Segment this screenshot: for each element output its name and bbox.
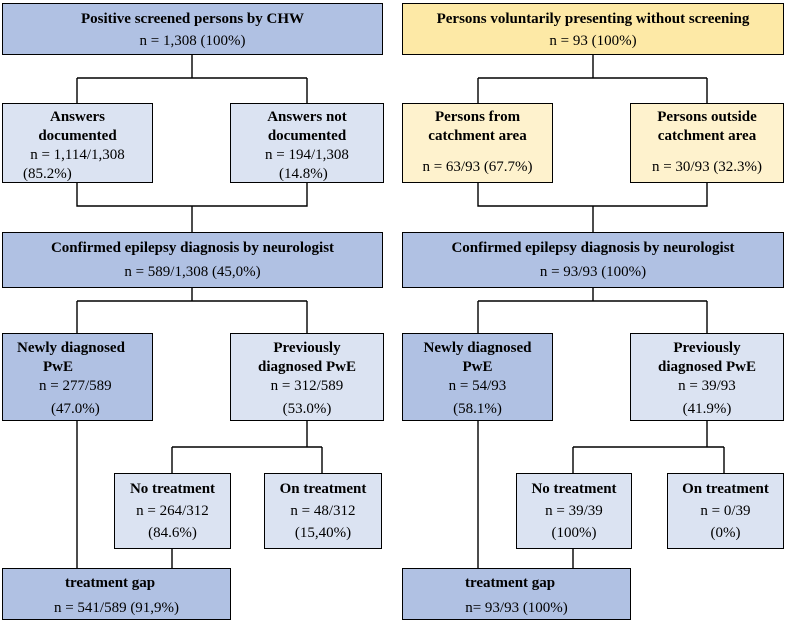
- right-outside-catchment-count: n = 30/93 (32.3%): [651, 159, 763, 175]
- right-on-treatment-box: On treatment n = 0/39 (0%): [667, 473, 784, 549]
- left-newly-label1: Newly diagnosed: [17, 340, 125, 356]
- left-treatment-gap-count: n = 541/589 (91,9%): [53, 600, 180, 616]
- right-voluntary-count: n = 93 (100%): [549, 33, 637, 49]
- right-from-catchment-label1: Persons from: [434, 109, 521, 125]
- left-answers-documented-count: n = 1,114/1,308: [30, 147, 125, 163]
- left-on-treatment-count: n = 48/312: [290, 503, 356, 519]
- left-answers-documented-label2: documented: [38, 128, 117, 144]
- left-treatment-gap-title: treatment gap: [65, 575, 156, 591]
- right-treatment-gap-box: treatment gap n= 93/93 (100%): [402, 568, 631, 620]
- left-answers-not-documented-label1: Answers not: [267, 109, 347, 125]
- right-confirmed-count: n = 93/93 (100%): [539, 264, 647, 280]
- left-newly-percent: (47.0%): [51, 401, 100, 417]
- right-voluntary-title: Persons voluntarily presenting without s…: [436, 11, 750, 27]
- left-confirmed-count: n = 589/1,308 (45,0%): [124, 264, 261, 280]
- left-no-treatment-title: No treatment: [129, 481, 216, 497]
- left-previously-count: n = 312/589: [270, 378, 344, 394]
- left-screened-title: Positive screened persons by CHW: [80, 11, 305, 27]
- right-treatment-gap-count: n= 93/93 (100%): [465, 600, 568, 616]
- right-newly-label1: Newly diagnosed: [423, 340, 532, 356]
- left-on-treatment-box: On treatment n = 48/312 (15,40%): [264, 473, 382, 549]
- left-answers-not-documented-count: n = 194/1,308: [265, 147, 349, 163]
- left-newly-count: n = 277/589: [39, 378, 112, 394]
- left-previously-label1: Previously: [273, 340, 341, 356]
- left-previously-diagnosed-box: Previously diagnosed PwE n = 312/589 (53…: [230, 333, 384, 421]
- right-previously-diagnosed-box: Previously diagnosed PwE n = 39/93 (41.9…: [630, 333, 784, 421]
- right-previously-count: n = 39/93: [678, 378, 736, 394]
- right-no-treatment-box: No treatment n = 39/39 (100%): [516, 473, 632, 549]
- right-from-catchment-box: Persons from catchment area n = 63/93 (6…: [402, 103, 553, 183]
- left-on-treatment-percent: (15,40%): [294, 525, 352, 541]
- left-screened-count: n = 1,308 (100%): [139, 33, 246, 49]
- left-newly-label2: PwE: [43, 359, 73, 375]
- right-on-treatment-title: On treatment: [682, 481, 769, 497]
- right-confirmed-box: Confirmed epilepsy diagnosis by neurolog…: [402, 232, 784, 288]
- left-previously-label2: diagnosed PwE: [258, 359, 356, 375]
- left-no-treatment-count: n = 264/312: [136, 503, 209, 519]
- right-from-catchment-label2: catchment area: [428, 128, 527, 144]
- left-treatment-gap-box: treatment gap n = 541/589 (91,9%): [2, 568, 231, 620]
- left-answers-documented-percent: (85.2%): [23, 166, 72, 182]
- right-outside-catchment-box: Persons outside catchment area n = 30/93…: [630, 103, 784, 183]
- right-no-treatment-title: No treatment: [531, 481, 617, 497]
- right-previously-label1: Previously: [673, 340, 741, 356]
- left-answers-not-documented-box: Answers not documented n = 194/1,308 (14…: [230, 103, 384, 183]
- left-previously-percent: (53.0%): [282, 401, 332, 417]
- left-newly-diagnosed-box: Newly diagnosed PwE n = 277/589 (47.0%): [2, 333, 153, 421]
- left-answers-not-documented-percent: (14.8%): [279, 166, 328, 182]
- left-confirmed-title: Confirmed epilepsy diagnosis by neurolog…: [50, 240, 335, 256]
- left-answers-documented-box: Answers documented n = 1,114/1,308 (85.2…: [2, 103, 153, 183]
- right-newly-count: n = 54/93: [448, 378, 507, 394]
- left-answers-not-documented-label2: documented: [267, 128, 347, 144]
- right-outside-catchment-label2: catchment area: [657, 128, 757, 144]
- right-on-treatment-count: n = 0/39: [700, 503, 751, 519]
- right-no-treatment-count: n = 39/39: [545, 503, 603, 519]
- right-from-catchment-count: n = 63/93 (67.7%): [422, 159, 533, 175]
- left-confirmed-box: Confirmed epilepsy diagnosis by neurolog…: [2, 232, 383, 288]
- right-newly-label2: PwE: [462, 359, 493, 375]
- right-on-treatment-percent: (0%): [710, 525, 741, 541]
- right-no-treatment-percent: (100%): [551, 525, 597, 541]
- right-confirmed-title: Confirmed epilepsy diagnosis by neurolog…: [451, 240, 735, 256]
- right-newly-diagnosed-box: Newly diagnosed PwE n = 54/93 (58.1%): [402, 333, 553, 421]
- left-on-treatment-title: On treatment: [279, 481, 367, 497]
- left-no-treatment-box: No treatment n = 264/312 (84.6%): [114, 473, 231, 549]
- right-newly-percent: (58.1%): [453, 401, 502, 417]
- left-screened-box: Positive screened persons by CHW n = 1,3…: [2, 3, 383, 55]
- right-previously-label2: diagnosed PwE: [658, 359, 756, 375]
- right-outside-catchment-label1: Persons outside: [657, 109, 757, 125]
- right-previously-percent: (41.9%): [682, 401, 732, 417]
- right-treatment-gap-title: treatment gap: [465, 575, 556, 591]
- left-no-treatment-percent: (84.6%): [148, 525, 197, 541]
- right-voluntary-box: Persons voluntarily presenting without s…: [402, 3, 784, 55]
- left-answers-documented-label1: Answers: [50, 109, 105, 125]
